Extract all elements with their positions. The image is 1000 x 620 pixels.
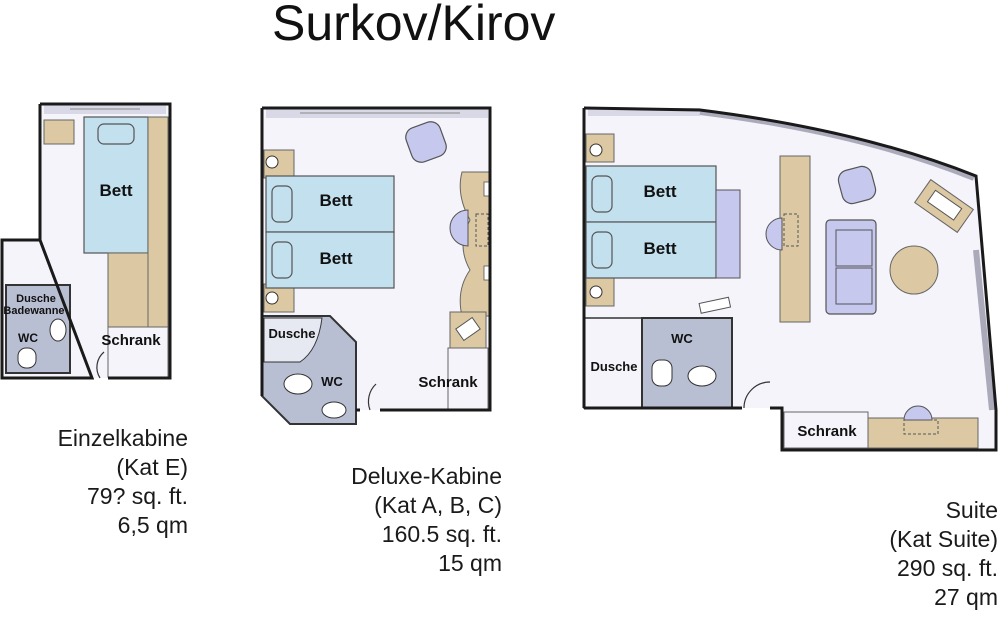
cabin1-nightstand: [43, 119, 75, 145]
cabin3-desk-chair: [765, 217, 783, 251]
cabin1-wc-label: WC: [18, 331, 38, 345]
cabin-suite: Bett Bett Dusche WC: [582, 106, 998, 452]
cabin2-bed1-label: Bett: [319, 191, 352, 210]
cabin2-caption: Deluxe-Kabine (Kat A, B, C) 160.5 sq. ft…: [300, 462, 502, 578]
cabin3-caption-sqft: 290 sq. ft.: [896, 555, 998, 581]
cabin3-bed1-label: Bett: [643, 182, 676, 201]
cabin1-toilet: [17, 347, 37, 369]
page-title: Surkov/Kirov: [272, 0, 556, 51]
cabin3-round-table: [889, 245, 939, 295]
cabin1-shower-label: Dusche: [16, 293, 56, 305]
cabin3-sink: [687, 365, 717, 387]
cabin1-wardrobe-base: [107, 252, 149, 328]
cabin3-window: [588, 108, 700, 116]
cabin1-sink: [49, 318, 67, 342]
cabin1-caption-qm: 6,5 qm: [117, 512, 188, 538]
cabin3-wardrobe: [783, 411, 869, 449]
cabin3-caption-category: (Kat Suite): [889, 526, 998, 552]
cabin3-bench: [715, 189, 741, 279]
cabin2-caption-sqft: 160.5 sq. ft.: [381, 521, 502, 547]
cabin-einzelkabine: Bett Schrank Dusche Badewanne WC: [0, 102, 172, 380]
cabin1-caption: Einzelkabine (Kat E) 79? sq. ft. 6,5 qm: [20, 424, 188, 540]
cabin3-door: [743, 381, 771, 409]
cabin3-tv-stand: [913, 178, 975, 234]
cabin2-shower-label: Dusche: [269, 326, 316, 341]
cabin1-bed-label: Bett: [99, 181, 132, 200]
cabin2-wardrobe-label: Schrank: [418, 374, 478, 391]
cabin1-wardrobe: [107, 326, 169, 378]
cabin2-bed2-label: Bett: [319, 249, 352, 268]
cabin3-wc-label: WC: [671, 331, 693, 346]
cabin1-wardrobe-side: [147, 116, 169, 328]
cabin2-toilet: [283, 373, 313, 395]
cabin2-desk: [459, 171, 491, 317]
cabin1-caption-category: (Kat E): [116, 454, 188, 480]
cabin2-shower: [263, 317, 323, 363]
cabin1-caption-name: Einzelkabine: [57, 425, 188, 451]
cabin2-door: [367, 383, 377, 411]
cabin3-caption-name: Suite: [945, 497, 998, 523]
cabin3-bed2-label: Bett: [643, 239, 676, 258]
cabin1-pillow: [97, 123, 135, 145]
cabin3-caption: Suite (Kat Suite) 290 sq. ft. 27 qm: [820, 496, 998, 612]
cabin3-shower-label: Dusche: [591, 359, 638, 374]
cabin3-shower: [583, 317, 643, 409]
cabin3-vanity-chair: [903, 405, 933, 421]
cabin-deluxe: Bett Bett Schrank Dusche WC: [260, 106, 492, 425]
cabin2-caption-qm: 15 qm: [438, 550, 502, 576]
cabin2-caption-category: (Kat A, B, C): [374, 492, 502, 518]
cabin1-caption-sqft: 79? sq. ft.: [86, 483, 188, 509]
cabin2-desk-chair: [449, 209, 469, 247]
cabin2-armchair: [405, 121, 447, 163]
cabin2-wc-label: WC: [321, 374, 343, 389]
cabin3-caption-qm: 27 qm: [934, 584, 998, 610]
cabin3-armchair: [837, 165, 877, 205]
cabin3-toilet: [651, 359, 673, 387]
cabin3-desk: [779, 155, 811, 323]
cabin3-sofa: [825, 219, 877, 315]
cabin1-door: [96, 351, 105, 379]
cabin1-bathtub-label: Badewanne: [3, 305, 64, 317]
cabin2-caption-name: Deluxe-Kabine: [351, 463, 502, 489]
cabin1-wardrobe-label: Schrank: [101, 332, 161, 349]
cabin3-wardrobe-label: Schrank: [797, 423, 857, 440]
cabin3-vanity: [867, 417, 979, 449]
cabin2-sink: [321, 401, 347, 419]
cabin2-wardrobe: [447, 347, 489, 411]
